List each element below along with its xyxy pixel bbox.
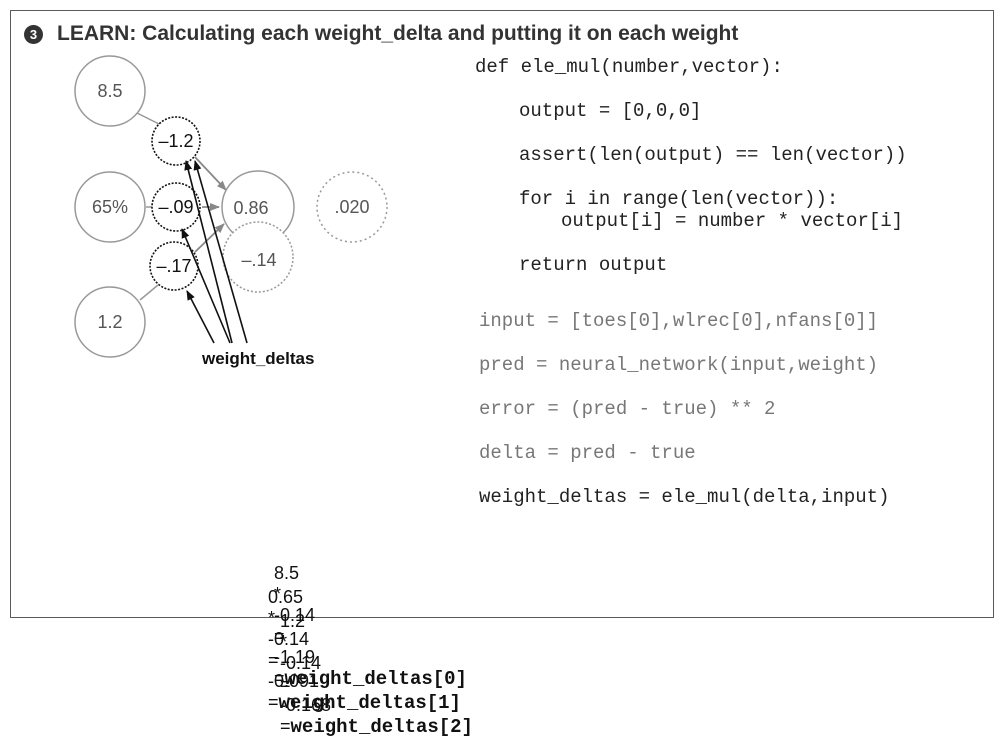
connection-line-1 bbox=[194, 156, 227, 191]
input-node-wlrec bbox=[74, 171, 146, 243]
calc-op: * bbox=[280, 632, 288, 652]
code-input-line: input = [toes[0],wlrec[0],nfans[0]] bbox=[479, 310, 879, 332]
calc-eq: = bbox=[280, 674, 291, 694]
input-node-nfans-label: 1.2 bbox=[97, 312, 122, 332]
error-node-label: .020 bbox=[334, 197, 369, 217]
input-node-toes bbox=[74, 55, 146, 127]
calc-op: * bbox=[274, 584, 282, 604]
input-node-toes-label: 8.5 bbox=[97, 81, 122, 101]
calc-op: * bbox=[268, 608, 276, 628]
code-for-line: for i in range(len(vector)): bbox=[519, 188, 839, 210]
label-arrow-2 bbox=[181, 228, 231, 344]
code-output-line: output = [0,0,0] bbox=[519, 100, 702, 122]
title-text: LEARN: Calculating each weight_delta and… bbox=[57, 22, 739, 45]
label-arrow-1 bbox=[184, 160, 233, 344]
code-def-line: def ele_mul(number,vector): bbox=[475, 56, 783, 78]
error-node bbox=[316, 171, 388, 243]
calc-result: -0.168 bbox=[280, 695, 332, 715]
calc-eq2: = bbox=[280, 716, 291, 736]
calc-delta: -0.14 bbox=[280, 653, 322, 673]
connection-line-0 bbox=[134, 111, 164, 127]
code-delta-line: delta = pred - true bbox=[479, 442, 696, 464]
calc-row-2: 1.2 * -0.14 = -0.168 =weight_deltas[2] bbox=[270, 590, 473, 738]
calc-target: weight_deltas[2] bbox=[290, 716, 473, 738]
code-assign-line: output[i] = number * vector[i] bbox=[561, 210, 904, 232]
code-assert-line: assert(len(output) == len(vector)) bbox=[519, 144, 907, 166]
prediction-node-label: 0.86 bbox=[233, 198, 268, 218]
step-number-badge: 3 bbox=[24, 24, 43, 44]
weight-deltas-label: weight_deltas bbox=[201, 349, 314, 368]
code-return-line: return output bbox=[519, 254, 668, 276]
figure-title: 3 LEARN: Calculating each weight_delta a… bbox=[24, 22, 738, 46]
input-node-nfans bbox=[74, 286, 146, 358]
connection-line-5 bbox=[194, 223, 225, 253]
weight-delta-node-2-label: –.17 bbox=[156, 256, 191, 276]
weight-delta-node-1 bbox=[151, 182, 201, 232]
delta-node-label: –.14 bbox=[241, 250, 276, 270]
calc-input: 0.65 bbox=[268, 587, 304, 607]
connection-line-4 bbox=[139, 284, 159, 301]
calc-input: 1.2 bbox=[280, 611, 306, 631]
network-diagram: 8.5 65% 1.2 0.86 –.14 .020 –1.2 –.09 –.1… bbox=[74, 55, 388, 368]
label-arrow-0 bbox=[193, 160, 248, 344]
calc-input: 8.5 bbox=[274, 563, 300, 583]
label-arrow-3 bbox=[186, 290, 215, 344]
figure-frame bbox=[10, 10, 994, 618]
calc-delta: -0.14 bbox=[274, 605, 316, 625]
code-pred-line: pred = neural_network(input,weight) bbox=[479, 354, 879, 376]
weight-delta-node-1-label: –.09 bbox=[158, 197, 193, 217]
code-weight-deltas-line: weight_deltas = ele_mul(delta,input) bbox=[479, 486, 890, 508]
weight-delta-node-0-label: –1.2 bbox=[158, 131, 193, 151]
input-node-wlrec-label: 65% bbox=[92, 197, 128, 217]
weight-delta-node-0 bbox=[151, 116, 201, 166]
code-error-line: error = (pred - true) ** 2 bbox=[479, 398, 776, 420]
